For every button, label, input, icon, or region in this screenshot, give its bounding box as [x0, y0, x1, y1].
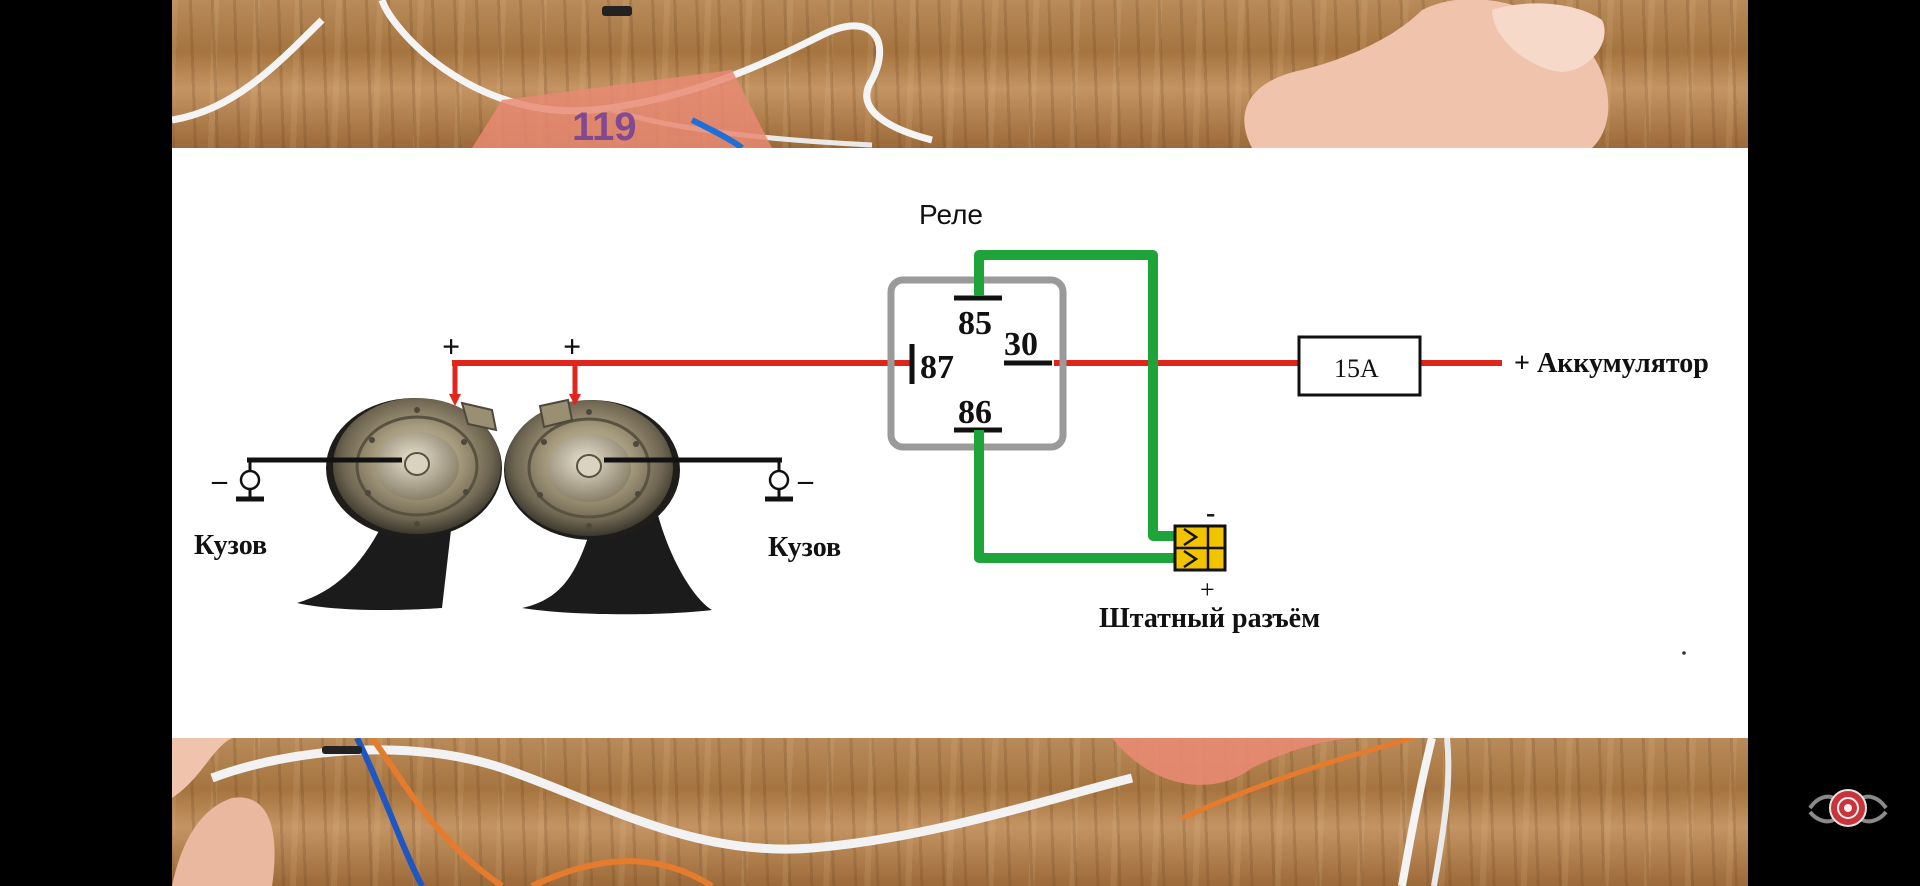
relay-pin-30-label: 30: [1004, 326, 1038, 363]
horn-right-ground-label: Кузов: [768, 532, 841, 563]
horn-right-plus-label: +: [563, 328, 581, 364]
horn-left: [297, 398, 502, 611]
relay-title: Реле: [919, 199, 983, 230]
relay-pin-87-label: 87: [920, 349, 954, 386]
connector-label: Штатный разъём: [1099, 603, 1320, 634]
ground-terminal-right-icon: [768, 469, 790, 491]
connector-plus-label: +: [1200, 575, 1215, 604]
horn-right-minus-label: –: [797, 464, 814, 497]
relay-pin-86-label: 86: [958, 394, 992, 431]
ground-wire-right: [604, 457, 793, 502]
control-wire: [974, 250, 1182, 563]
horn-left-minus-label: –: [211, 464, 228, 497]
control-wire-86: [974, 430, 1182, 563]
horn-left-ground-label: Кузов: [194, 530, 267, 561]
positive-wire: [449, 360, 1502, 406]
ground-terminal-left-icon: [239, 469, 261, 491]
control-wire-85: [974, 250, 1182, 541]
background-wires-bottom: [172, 738, 1452, 886]
connector-minus-label: -: [1206, 498, 1215, 529]
stock-connector: [1173, 524, 1227, 572]
wood-background-bottom: [172, 738, 1748, 886]
horn-right: [504, 398, 712, 615]
video-frame[interactable]: 119: [172, 0, 1748, 886]
horn-left-plus-label: +: [442, 328, 460, 364]
ground-wire-left: [236, 457, 402, 502]
fuse-label: 15A: [1334, 354, 1379, 383]
horn-right-bracket: [522, 488, 712, 615]
fuse-box: [1297, 335, 1422, 397]
battery-label: + Аккумулятор: [1514, 348, 1709, 379]
channel-logo-icon: [1808, 789, 1888, 827]
wiring-diagram: Реле 85 87 30 86 15A + Аккумулятор + + –…: [172, 148, 1748, 738]
background-wires-top: 119: [172, 0, 1609, 148]
relay-pin-85-label: 85: [958, 305, 992, 342]
svg-text:119: 119: [572, 105, 637, 148]
